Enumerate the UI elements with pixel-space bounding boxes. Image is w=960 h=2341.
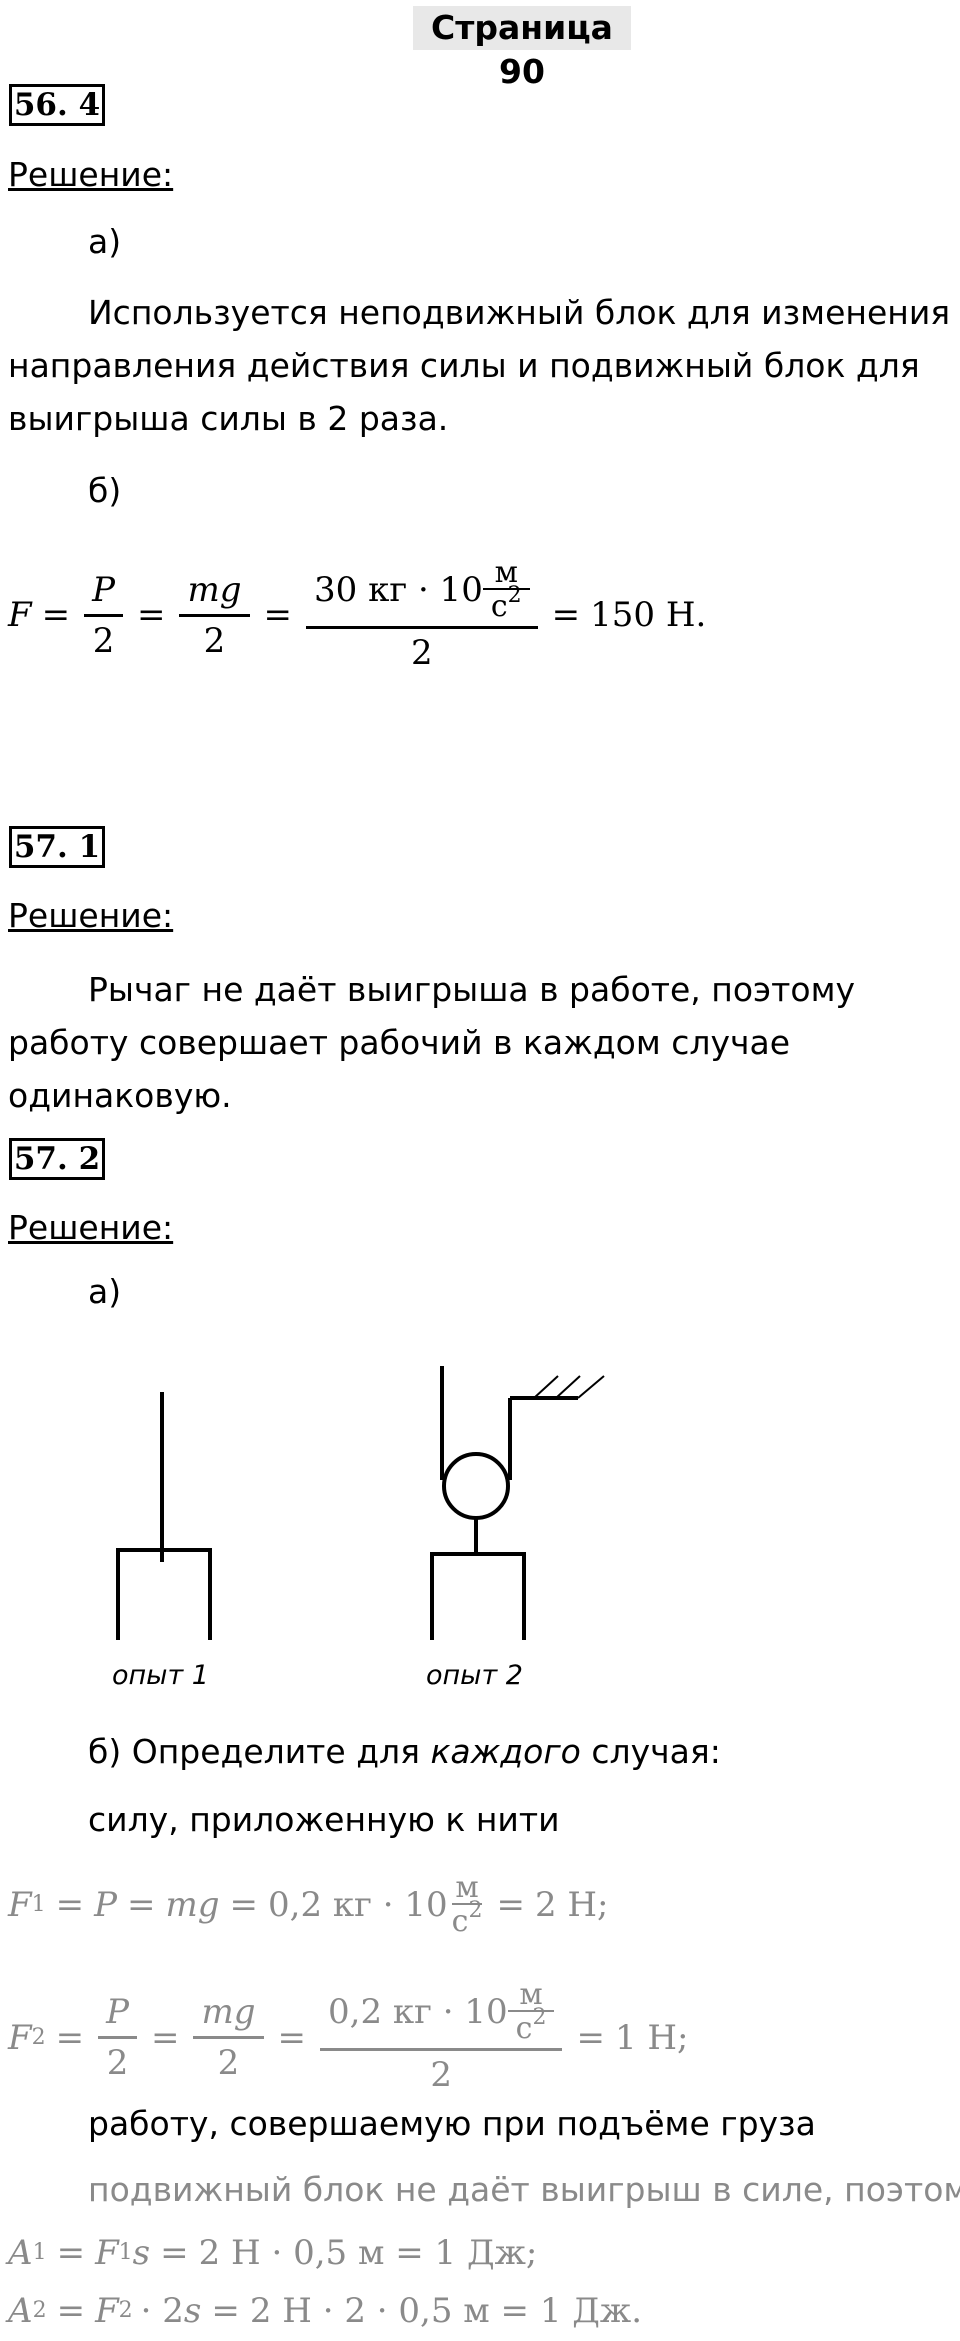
unit-pow: 2 xyxy=(532,2005,547,2030)
symbol-f: F xyxy=(95,2291,119,2331)
mass-value: 0,2 кг · 10 xyxy=(268,1885,448,1925)
symbol-s: s xyxy=(132,2233,151,2273)
equals: = xyxy=(136,595,166,635)
fraction-p-over-2: P 2 xyxy=(98,1992,137,2083)
formula-56-4: F = P 2 = mg 2 = 30 кг · 10 м с2 2 = 150… xyxy=(8,535,706,695)
equals: = xyxy=(126,1885,156,1925)
fraction-mg-over-2: mg 2 xyxy=(179,569,250,661)
unit-s: с xyxy=(515,2011,533,2046)
unit-m: м xyxy=(519,1977,543,2012)
problem-number-56-4: 56. 4 xyxy=(9,84,105,126)
symbol-f: F xyxy=(8,1885,32,1925)
fraction-numeric: 30 кг · 10 м с2 2 xyxy=(306,554,538,673)
result-f2: 1 Н; xyxy=(614,2017,689,2058)
part-b-suffix: случая: xyxy=(580,1732,721,1771)
unit-pow: 2 xyxy=(507,582,522,608)
hatch-3 xyxy=(577,1375,605,1399)
part-a-label-57-2: а) xyxy=(88,1272,122,1311)
caption-experiment-2: опыт 2 xyxy=(426,1660,523,1691)
pulley-wheel xyxy=(442,1452,510,1520)
symbol-a: A xyxy=(8,2291,33,2331)
equals: = xyxy=(576,2017,605,2058)
denominator: 2 xyxy=(84,613,123,661)
pulley-diagram xyxy=(116,1366,605,1640)
equals: = xyxy=(56,2233,86,2273)
weight-2 xyxy=(430,1552,526,1640)
result-f1: 2 Н; xyxy=(534,1885,609,1925)
symbol-p: P xyxy=(92,569,115,610)
times-two: · 2 xyxy=(140,2291,184,2331)
equals: = xyxy=(55,2017,85,2058)
symbol-s: s xyxy=(183,2291,202,2331)
equals: = xyxy=(551,595,581,635)
symbol-mg: mg xyxy=(187,569,242,610)
denominator: 2 xyxy=(193,2036,264,2083)
unit-s: с xyxy=(451,1904,469,1939)
unit-m-per-s2: м с2 xyxy=(451,1870,483,1939)
symbol-f: F xyxy=(8,595,32,635)
problem-number-57-1: 57. 1 xyxy=(9,826,105,868)
denominator: 2 xyxy=(306,625,538,673)
equals: = xyxy=(150,2017,180,2058)
equals: = xyxy=(277,2017,307,2058)
symbol-mg: mg xyxy=(165,1885,220,1925)
denominator: 2 xyxy=(179,613,250,661)
part-b-prefix: б) Определите для xyxy=(88,1732,431,1771)
mass-value: 0,2 кг · 10 xyxy=(328,1992,508,2032)
symbol-f: F xyxy=(95,2233,119,2273)
unit-pow: 2 xyxy=(468,1898,483,1923)
unit-s: с xyxy=(490,588,508,624)
note-line: подвижный блок не даёт выигрыш в силе, п… xyxy=(88,2170,960,2209)
part-b-italic: каждого xyxy=(430,1732,581,1771)
symbol-p: P xyxy=(106,1992,129,2032)
symbol-p: P xyxy=(94,1885,117,1925)
solution-heading-57-2: Решение: xyxy=(8,1208,174,1247)
unit-m: м xyxy=(455,1870,479,1905)
part-a-label: а) xyxy=(88,222,122,261)
denominator: 2 xyxy=(98,2036,137,2083)
problem-number-57-2: 57. 2 xyxy=(9,1138,105,1180)
numerator-value: 30 кг · 10 xyxy=(314,569,483,610)
equals: = xyxy=(41,595,71,635)
equals: = xyxy=(160,2233,189,2273)
unit-m: м xyxy=(494,554,518,590)
symbol-a: A xyxy=(8,2233,33,2273)
equals: = xyxy=(56,2291,86,2331)
equals: = xyxy=(55,1885,85,1925)
hatch-2 xyxy=(555,1375,581,1399)
page-title: Страница 90 xyxy=(413,6,631,91)
symbol-mg: mg xyxy=(201,1992,256,2032)
text-57-1: Рычаг не даёт выигрыша в работе, поэтому… xyxy=(8,970,855,1115)
solution-heading-56-4: Решение: xyxy=(8,155,174,194)
equals: = xyxy=(211,2291,240,2331)
work-line: работу, совершаемую при подъёме груза xyxy=(88,2104,816,2143)
unit-m-per-s2: м с2 xyxy=(482,554,530,624)
result-a2: 2 Н · 2 · 0,5 м = 1 Дж. xyxy=(249,2291,643,2331)
part-b-label: б) xyxy=(88,471,122,510)
denominator: 2 xyxy=(320,2048,563,2095)
solution-heading-57-1: Решение: xyxy=(8,896,174,935)
weight-1 xyxy=(116,1548,212,1640)
symbol-f: F xyxy=(8,2017,32,2058)
fraction-numeric: 0,2 кг · 10 м с2 2 xyxy=(320,1977,563,2095)
equals: = xyxy=(229,1885,259,1925)
caption-experiment-1: опыт 1 xyxy=(112,1660,209,1691)
fraction-p-over-2: P 2 xyxy=(84,569,123,661)
result-a1: 2 Н · 0,5 м = 1 Дж; xyxy=(198,2233,538,2273)
part-a-text: Используется неподвижный блок для измене… xyxy=(8,293,951,438)
unit-m-per-s2: м с2 xyxy=(507,1977,555,2046)
force-line: силу, приложенную к нити xyxy=(88,1800,560,1839)
equals: = xyxy=(496,1885,525,1925)
result-56-4: 150 Н. xyxy=(590,595,707,635)
part-b-57-2: б) Определите для каждого случая: xyxy=(88,1732,721,1772)
hatch-1 xyxy=(533,1375,559,1399)
fraction-mg-over-2: mg 2 xyxy=(193,1992,264,2083)
equals: = xyxy=(263,595,293,635)
